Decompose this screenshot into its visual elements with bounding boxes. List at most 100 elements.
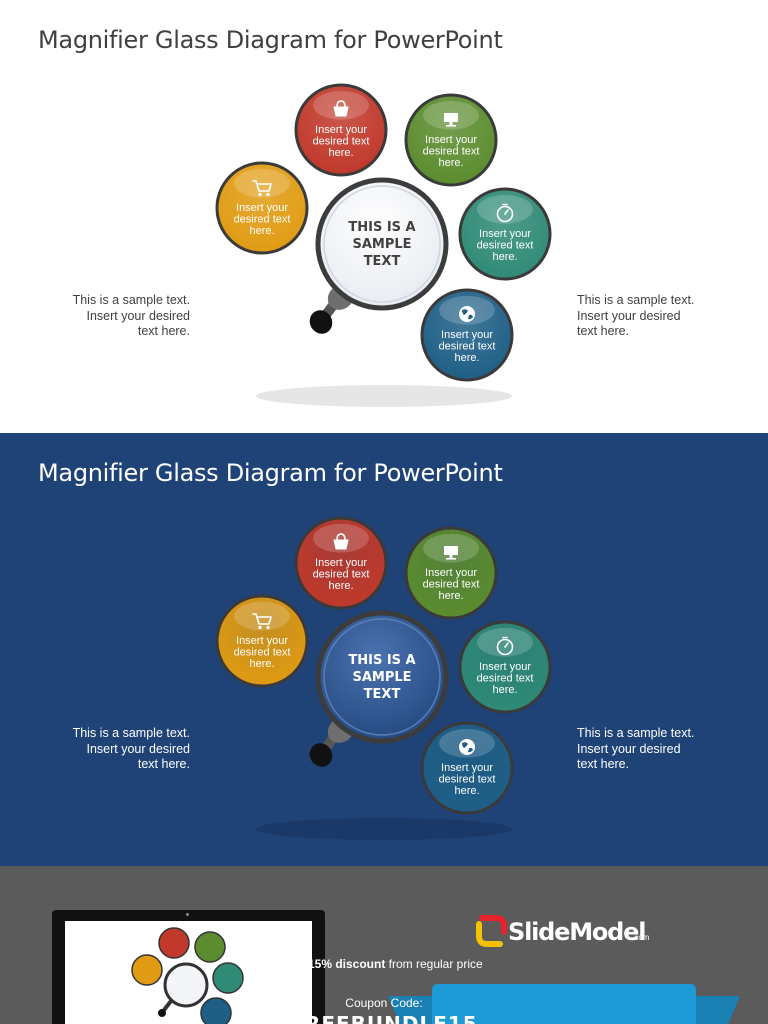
shopping-cart-icon (252, 613, 272, 630)
left-text-line: text here. (137, 757, 190, 771)
left-text-line: Insert your desired (86, 741, 190, 756)
ribbon-left-tail (388, 996, 446, 1024)
webcam-dot (186, 913, 189, 916)
right-sample-text: This is a sample text. Insert your desir… (577, 293, 707, 340)
bubble-text-line: desired text (439, 774, 496, 786)
monitor-preview (52, 910, 325, 1024)
magnifier-glass: THIS IS A SAMPLE TEXT (309, 610, 449, 767)
bubble-text-line: here. (249, 225, 274, 237)
thumb-bubble-blue (200, 997, 232, 1024)
offer-suffix: from regular price (385, 957, 483, 971)
right-text-line: Insert your desired (577, 308, 681, 323)
diagram-shadow (256, 818, 512, 840)
shopping-cart-icon (252, 180, 272, 197)
offer-prefix: Get (285, 957, 308, 971)
bubble-text-line: desired text (313, 569, 370, 581)
right-text-line: This is a sample text. (577, 293, 695, 307)
center-text-line: THIS IS A (348, 653, 415, 668)
bubble-text-line: here. (454, 352, 479, 364)
stopwatch-icon (496, 203, 514, 223)
magnifier-handle-tip (309, 310, 333, 334)
thumb-bubble-teal (212, 962, 244, 994)
bubble-text-line: desired text (477, 240, 534, 252)
bubble-text-line: desired text (439, 341, 496, 353)
left-text-line: Insert your desired (86, 308, 190, 323)
bubble-gloss (477, 194, 533, 224)
bubble-circle (420, 721, 514, 815)
bubble-text-line: Insert your (479, 228, 531, 240)
bubble-text-line: Insert your (479, 661, 531, 673)
bubble-text-line: here. (249, 658, 274, 670)
slide-title: Magnifier Glass Diagram for PowerPoint (38, 26, 503, 54)
slidemodel-logo-icon (476, 915, 507, 947)
bubble-circle (294, 83, 388, 177)
diagram-shadow (256, 385, 512, 407)
thumb-bubble-orange (131, 954, 163, 986)
center-text-line: THIS IS A (348, 220, 415, 235)
bubble-text-line: here. (492, 684, 517, 696)
slide-title: Magnifier Glass Diagram for PowerPoint (38, 459, 503, 487)
center-text-line: TEXT (364, 254, 401, 269)
bubble-text-line: Insert your (425, 134, 477, 146)
bubble-circle (215, 594, 309, 688)
monitor-icon (444, 113, 458, 127)
bubble-text-line: Insert your (441, 329, 493, 341)
bubble-text-line: desired text (423, 146, 480, 158)
bubble-text-line: Insert your (236, 202, 288, 214)
magnifier-lens-inner-ring (323, 185, 441, 303)
bubble-text-line: Insert your (315, 124, 367, 136)
promo-banner: SlideModel .com Get 15% discount from re… (0, 866, 768, 1024)
ribbon-right-tail (682, 996, 740, 1024)
magnifier-handle-tip (309, 743, 333, 767)
shopping-basket-icon (333, 100, 349, 117)
left-text-line: This is a sample text. (72, 293, 190, 307)
center-text-line: SAMPLE (352, 670, 411, 685)
bubble-circle (458, 620, 552, 714)
bubble-text-line: here. (328, 580, 353, 592)
right-text-line: text here. (577, 324, 630, 338)
left-sample-text: This is a sample text. Insert your desir… (60, 293, 190, 340)
thumb-bubble-green (194, 931, 226, 963)
magnifier-lens (315, 610, 449, 744)
right-text-line: This is a sample text. (577, 726, 695, 740)
shopping-basket-icon (333, 533, 349, 550)
thumb-handle (162, 999, 173, 1012)
discount-offer: Get 15% discount from regular price (0, 957, 768, 971)
center-text-line: TEXT (364, 687, 401, 702)
slide-dark: Magnifier Glass Diagram for PowerPoint I… (0, 433, 768, 866)
stopwatch-icon (496, 636, 514, 656)
bubble-text-line: desired text (313, 136, 370, 148)
magnifier-lens (315, 177, 449, 311)
left-text-line: text here. (137, 324, 190, 338)
bubble-text-line: desired text (477, 673, 534, 685)
right-sample-text: This is a sample text. Insert your desir… (577, 726, 707, 773)
offer-percent: 15% discount (307, 957, 386, 971)
bubble-text-line: desired text (234, 214, 291, 226)
bubble-text-line: here. (328, 147, 353, 159)
bubble-text-line: here. (454, 785, 479, 797)
right-text-line: Insert your desired (577, 741, 681, 756)
bubble-circle (404, 93, 498, 187)
right-text-line: text here. (577, 757, 630, 771)
globe-icon (459, 739, 475, 755)
slide-light: Magnifier Glass Diagram for PowerPoint I… (0, 0, 768, 433)
bubble-gloss (313, 523, 369, 553)
diagram-thumbnail (131, 927, 244, 1024)
bubble-text-line: Insert your (236, 635, 288, 647)
bubble-circle (420, 288, 514, 382)
bubble-text-line: here. (492, 251, 517, 263)
bubble-text-line: Insert your (315, 557, 367, 569)
bubble-text-line: desired text (423, 579, 480, 591)
brand-suffix: .com (632, 933, 650, 942)
slidemodel-logo: SlideModel .com (474, 914, 674, 950)
bubble-circle (294, 516, 388, 610)
